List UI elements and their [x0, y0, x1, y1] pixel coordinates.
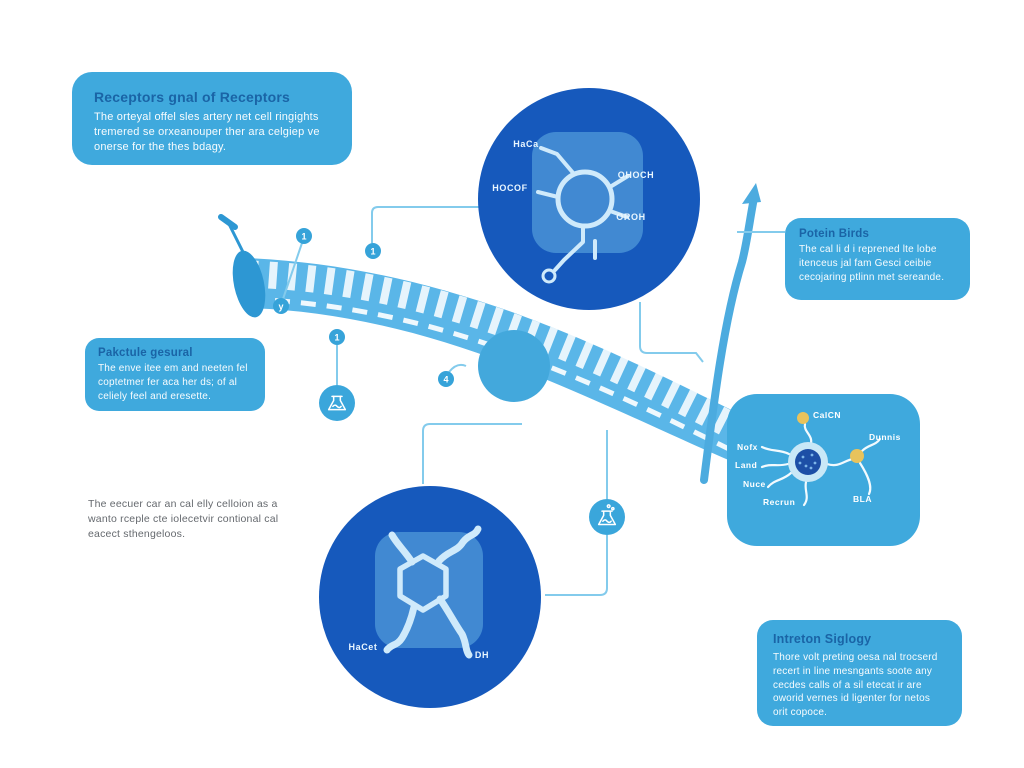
cell-label: Nuce	[743, 479, 766, 489]
pin-marker-icon	[365, 243, 381, 259]
info-box-potein-birds: Potein Birds The cal li d i reprened lte…	[785, 218, 970, 300]
molecule-panel	[375, 532, 483, 648]
pin-marker-label: 1	[301, 232, 306, 242]
stem-arrow	[700, 183, 761, 484]
info-box-body: Thore volt preting oesa nal trocserd rec…	[773, 652, 938, 719]
ligand-dot	[797, 412, 809, 424]
cell-label: Dunnis	[869, 432, 901, 442]
pin-marker-icon	[438, 371, 454, 387]
membrane-band-dashed-line	[248, 296, 739, 456]
pin-marker-label: y	[278, 302, 283, 312]
info-box-pakctule: Pakctule gesural The enve itee em and ne…	[85, 338, 265, 411]
pin-marker-icon	[273, 298, 289, 314]
cell-label: Recrun	[763, 497, 796, 507]
info-box-title: Pakctule gesural	[98, 347, 193, 359]
flask-icon	[597, 504, 617, 526]
flask-chip-2	[589, 499, 625, 535]
cell-nucleus	[795, 449, 821, 475]
band-antenna	[227, 222, 246, 256]
info-box-body: The orteyal offel sles artery net cell r…	[94, 111, 320, 154]
ring-molecule-icon	[536, 146, 630, 284]
molecule-circle-bottom: HaCet DH	[319, 486, 541, 708]
molecule-label: HaCet	[348, 642, 378, 652]
cell-label: CalCN	[813, 410, 842, 420]
info-box-intreton: Intreton Siglogy Thore volt preting oesa…	[757, 620, 962, 726]
molecule-label: OROH	[616, 212, 646, 222]
connector-top-circle-to-stem	[639, 302, 704, 363]
cell-signal-box: CalCN Dunnis Nofx Land Nuce Recrun BLA	[727, 394, 920, 546]
stem-arrow-tip	[742, 183, 761, 204]
pin-marker-label: 1	[334, 333, 339, 343]
band-center-node	[478, 330, 550, 402]
molecule-label: OHOCH	[617, 170, 655, 180]
membrane-band-body	[246, 258, 748, 464]
info-box-title: Receptors gnal of Receptors	[94, 89, 290, 105]
flask-chip-1	[319, 385, 355, 421]
band-antenna-tip	[218, 214, 238, 230]
pin-marker-label: 1	[370, 247, 375, 257]
info-box-receptors: Receptors gnal of Receptors The orteyal …	[72, 72, 352, 165]
flask-icon	[327, 395, 347, 411]
ligand-dot	[850, 449, 864, 463]
connector-top-circle-to-marker	[371, 206, 480, 243]
connector-marker-squiggle	[448, 363, 467, 373]
membrane-band	[218, 214, 751, 464]
info-box-title: Potein Birds	[799, 228, 870, 240]
floating-paragraph: The eecuer car an cal elly celloion as a…	[88, 498, 279, 541]
pin-marker-icon	[329, 329, 345, 345]
cell-signal-icon	[760, 412, 882, 507]
info-box-body: The cal li d i reprened lte lobe itenceu…	[799, 244, 945, 283]
connector-marker-diagonal	[282, 242, 303, 300]
info-box-title: Intreton Siglogy	[773, 632, 872, 646]
connector-band-to-bottom-circle	[422, 423, 522, 484]
band-end-cap	[232, 250, 266, 318]
cell-label: Land	[735, 460, 758, 470]
molecule-label: HOCOF	[492, 183, 528, 193]
molecule-circle-top: HaCa HOCOF OHOCH OROH	[478, 88, 700, 310]
pin-markers: 1 y 1 1 4	[273, 228, 454, 387]
connector-lines	[282, 206, 785, 596]
hexagon-molecule-icon	[383, 525, 482, 659]
pin-marker-icon	[296, 228, 312, 244]
connector-flask-2-to-bottom-circle	[545, 535, 608, 596]
molecule-label: HaCa	[513, 139, 539, 149]
stem-curve	[700, 194, 758, 484]
pin-marker-label: 4	[443, 375, 448, 385]
cell-label: BLA	[853, 494, 872, 504]
cell-label: Nofx	[737, 442, 758, 452]
info-box-body: The enve itee em and neeten fel coptetme…	[98, 363, 248, 402]
molecule-label: DH	[474, 650, 490, 660]
